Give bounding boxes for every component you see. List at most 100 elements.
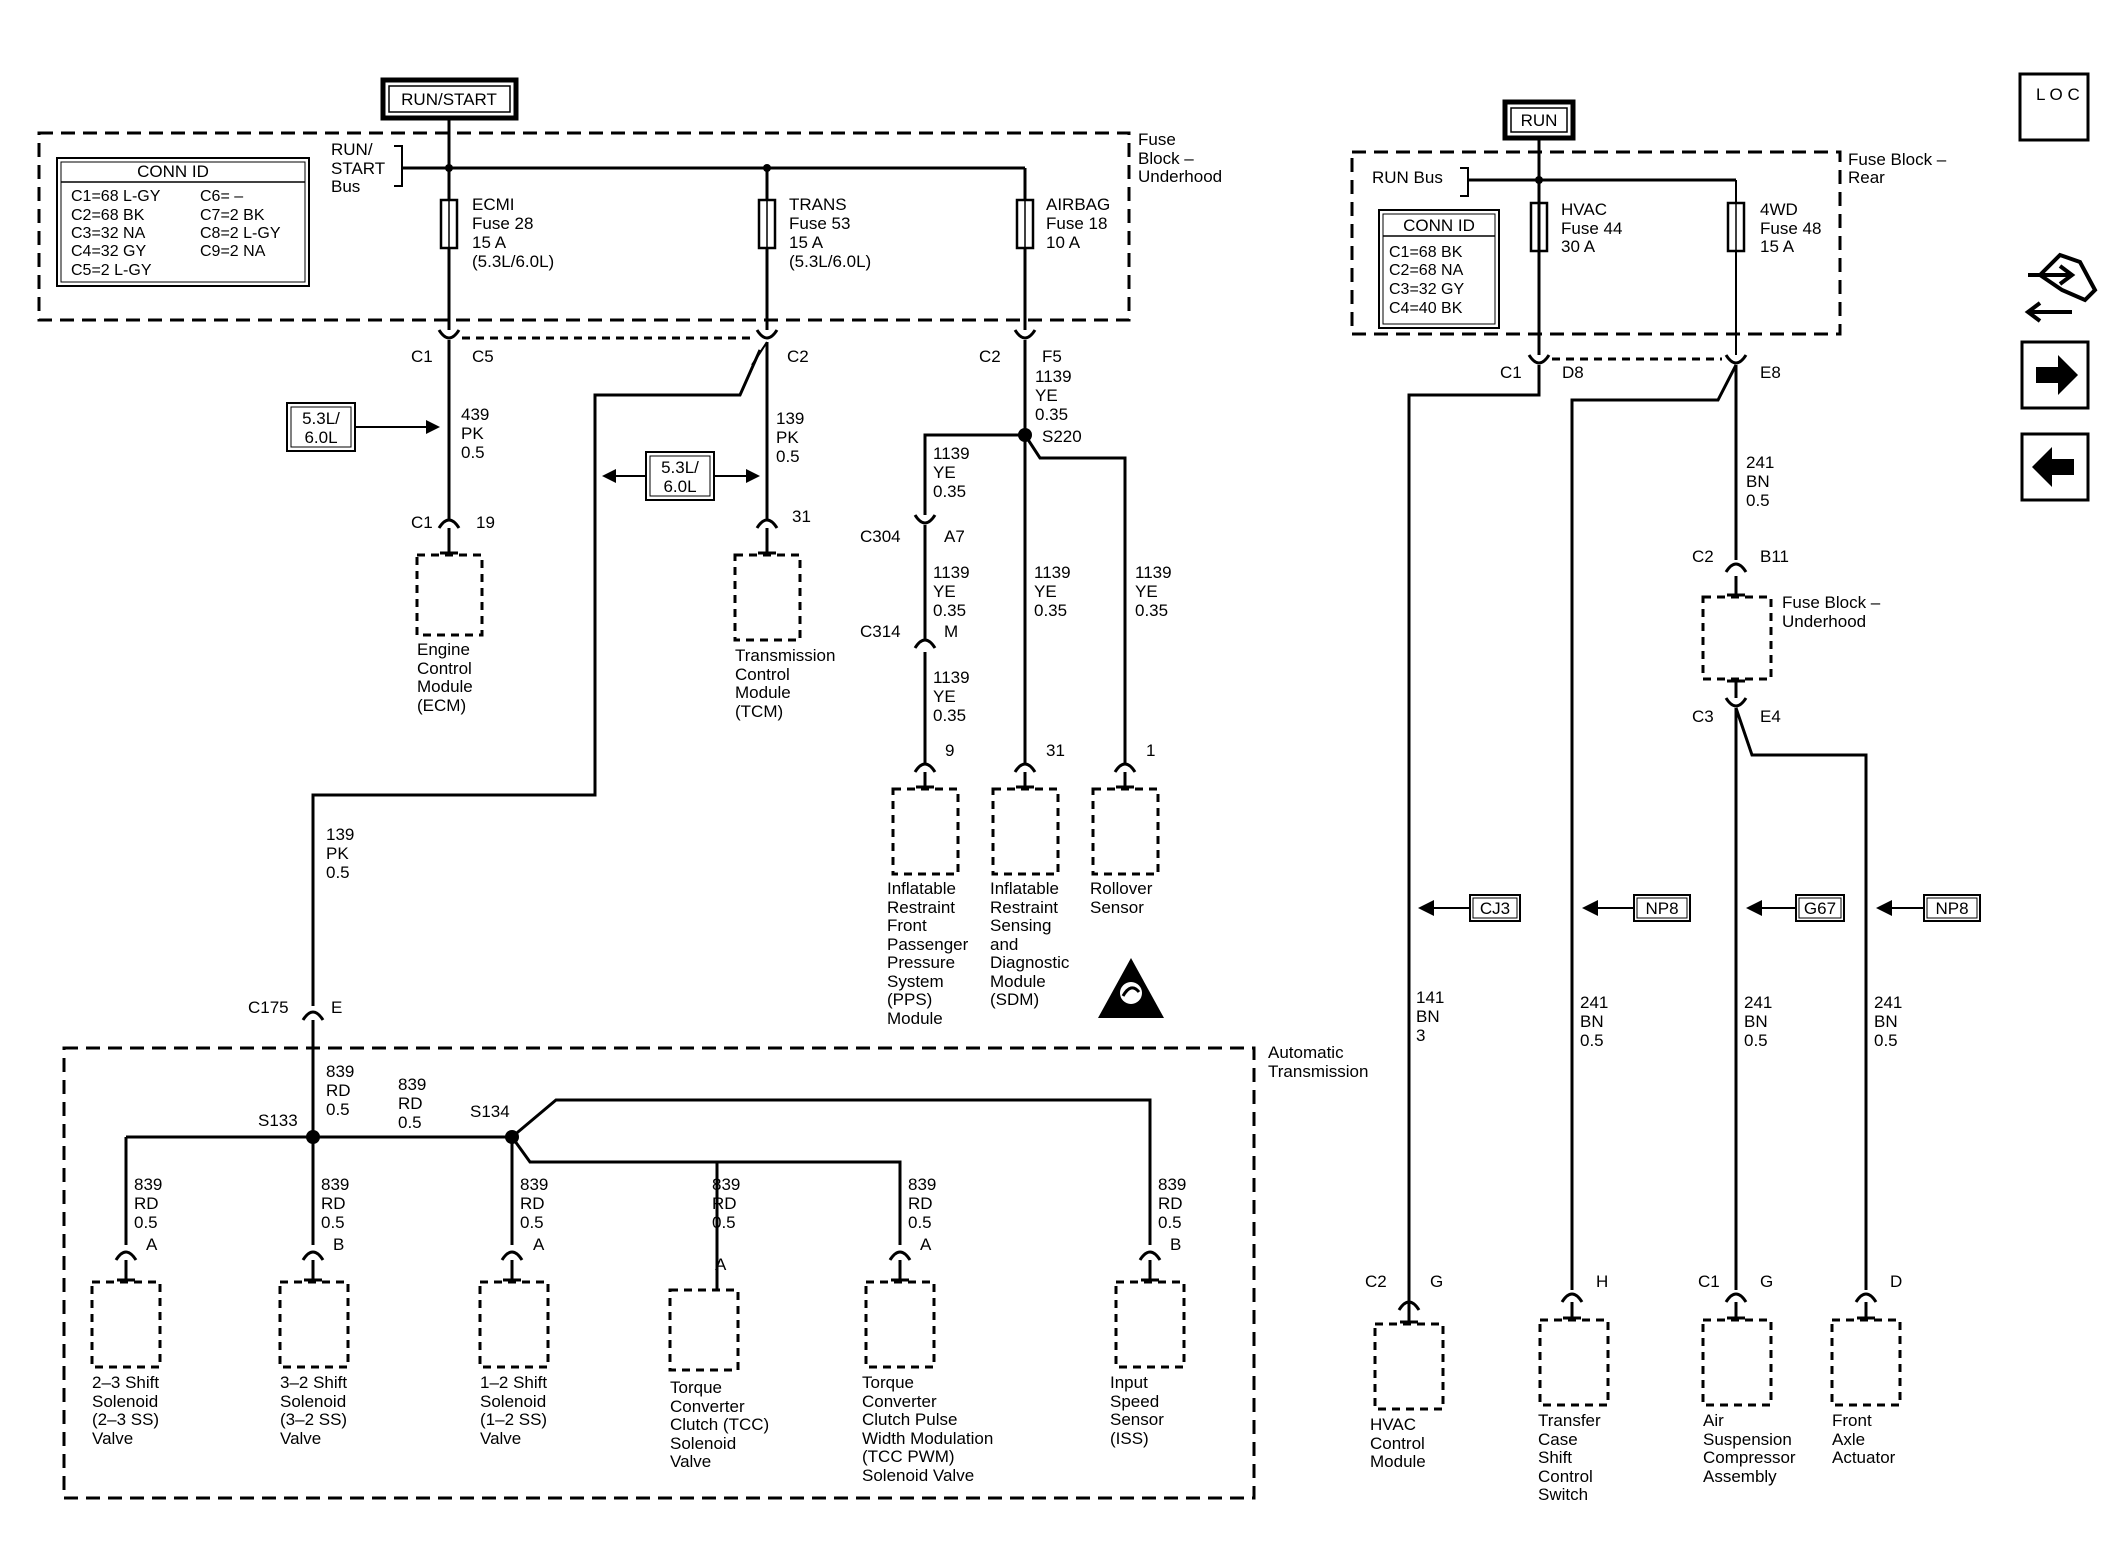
svg-text:15 A: 15 A xyxy=(472,233,507,252)
svg-text:C1: C1 xyxy=(411,513,433,532)
svg-text:Fuse: Fuse xyxy=(1138,130,1176,149)
svg-text:6.0L: 6.0L xyxy=(304,428,337,447)
svg-text:Restraint: Restraint xyxy=(990,898,1058,917)
svg-text:439: 439 xyxy=(461,405,489,424)
tcc-pwm-solenoid-component: A Torque Converter Clutch Pulse Width Mo… xyxy=(862,1235,993,1485)
svg-text:141: 141 xyxy=(1416,988,1444,1007)
svg-text:Valve: Valve xyxy=(480,1429,521,1448)
connector-c2-f5: C2 F5 xyxy=(979,329,1062,435)
shift-solenoid-2-3-component: A 2–3 Shift Solenoid (2–3 SS) Valve xyxy=(90,1235,162,1448)
svg-text:241: 241 xyxy=(1874,993,1902,1012)
svg-text:241: 241 xyxy=(1744,993,1772,1012)
svg-text:C1: C1 xyxy=(1500,363,1522,382)
svg-text:NP8: NP8 xyxy=(1645,899,1678,918)
svg-text:YE: YE xyxy=(933,463,956,482)
svg-text:C1=68 L-GY: C1=68 L-GY xyxy=(71,188,161,205)
svg-text:C3=32 NA: C3=32 NA xyxy=(71,225,146,242)
schematic-index-icon[interactable] xyxy=(2024,252,2098,323)
svg-text:0.35: 0.35 xyxy=(1135,601,1168,620)
svg-text:(2–3 SS): (2–3 SS) xyxy=(92,1410,159,1429)
svg-text:Automatic: Automatic xyxy=(1268,1043,1344,1062)
svg-text:Control: Control xyxy=(1538,1467,1593,1486)
wire-1139-ye-e: 1139 YE 0.35 xyxy=(1034,563,1071,620)
svg-text:Bus: Bus xyxy=(331,177,360,196)
svg-text:A7: A7 xyxy=(944,527,965,546)
svg-text:D8: D8 xyxy=(1562,363,1584,382)
svg-text:Converter: Converter xyxy=(670,1397,745,1416)
svg-text:RUN/: RUN/ xyxy=(331,140,373,159)
wire-1139-ye-d: 1139 YE 0.35 xyxy=(933,668,970,725)
transfer-case-switch-component: H Transfer Case Shift Control Switch xyxy=(1538,1272,1610,1504)
svg-text:Diagnostic: Diagnostic xyxy=(990,953,1070,972)
svg-text:839: 839 xyxy=(520,1175,548,1194)
loc-icon[interactable]: L O C xyxy=(2018,72,2090,142)
svg-text:(3–2 SS): (3–2 SS) xyxy=(280,1410,347,1429)
shift-solenoid-1-2-component: A 1–2 Shift Solenoid (1–2 SS) Valve xyxy=(478,1235,550,1448)
svg-text:C2=68 NA: C2=68 NA xyxy=(1389,262,1464,279)
svg-text:(5.3L/6.0L): (5.3L/6.0L) xyxy=(472,252,554,271)
svg-text:L O C: L O C xyxy=(2036,85,2080,104)
fuse-airbag: AIRBAG Fuse 18 10 A xyxy=(1015,168,1110,252)
svg-text:Width Modulation: Width Modulation xyxy=(862,1429,993,1448)
power-source-run: RUN xyxy=(1502,99,1576,141)
svg-text:Control: Control xyxy=(417,659,472,678)
svg-text:G67: G67 xyxy=(1804,899,1836,918)
option-5-3-tcm: 5.3L/ 6.0L xyxy=(602,451,760,501)
svg-text:1–2 Shift: 1–2 Shift xyxy=(480,1373,547,1392)
svg-text:RD: RD xyxy=(326,1081,351,1100)
power-source-run-start: RUN/START xyxy=(380,77,519,121)
svg-text:ECMI: ECMI xyxy=(472,195,515,214)
svg-text:Underhood: Underhood xyxy=(1782,612,1866,631)
svg-text:C3: C3 xyxy=(1692,707,1714,726)
svg-text:Front: Front xyxy=(1832,1411,1872,1430)
svg-text:YE: YE xyxy=(933,582,956,601)
option-5-3-ecm: 5.3L/ 6.0L xyxy=(286,402,440,452)
svg-text:H: H xyxy=(1596,1272,1608,1291)
connector-c175: C175 E xyxy=(248,998,342,1021)
svg-text:BN: BN xyxy=(1580,1012,1604,1031)
tcc-solenoid-component: A Torque Converter Clutch (TCC) Solenoid… xyxy=(668,1255,769,1471)
front-axle-actuator-component: D Front Axle Actuator xyxy=(1830,1272,1902,1467)
svg-text:S133: S133 xyxy=(258,1111,298,1130)
svg-text:HVAC: HVAC xyxy=(1370,1415,1416,1434)
svg-text:139: 139 xyxy=(776,409,804,428)
svg-text:0.5: 0.5 xyxy=(712,1213,736,1232)
ecm-component: C1 19 Engine Control Module (ECM) xyxy=(411,513,495,715)
svg-text:BN: BN xyxy=(1746,472,1770,491)
wire-241-bn-d: 241 BN 0.5 xyxy=(1874,993,1902,1050)
wire-839-rd-d: 839 RD 0.5 xyxy=(321,1175,349,1232)
svg-text:0.5: 0.5 xyxy=(1874,1031,1898,1050)
svg-text:RD: RD xyxy=(134,1194,159,1213)
wire-141-bn: 141 BN 3 xyxy=(1416,988,1444,1045)
svg-text:C5: C5 xyxy=(472,347,494,366)
svg-text:Module: Module xyxy=(735,683,791,702)
wire-139-pk-a: 139 PK 0.5 xyxy=(776,409,804,466)
svg-text:AIRBAG: AIRBAG xyxy=(1046,195,1110,214)
wire-1139-ye-b: 1139 YE 0.35 xyxy=(933,444,970,501)
previous-page-arrow-icon[interactable] xyxy=(2020,432,2090,502)
svg-text:C6= –: C6= – xyxy=(200,188,243,205)
fuse-block-underhood-label: Fuse Block – Underhood xyxy=(1138,130,1222,186)
next-page-arrow-icon[interactable] xyxy=(2020,340,2090,410)
svg-text:CONN ID: CONN ID xyxy=(1403,216,1475,235)
svg-text:(TCC PWM): (TCC PWM) xyxy=(862,1447,955,1466)
svg-text:C175: C175 xyxy=(248,998,289,1017)
svg-text:(PPS): (PPS) xyxy=(887,990,932,1009)
hvac-control-module-component: C2 G HVAC Control Module xyxy=(1365,1272,1445,1471)
svg-text:6.0L: 6.0L xyxy=(663,477,696,496)
svg-text:B: B xyxy=(333,1235,344,1254)
wire-839-rd-e: 839 RD 0.5 xyxy=(520,1175,548,1232)
svg-text:M: M xyxy=(944,622,958,641)
tcm-component: 31 Transmission Control Module (TCM) xyxy=(733,507,835,721)
svg-text:1139: 1139 xyxy=(933,444,970,463)
svg-text:Module: Module xyxy=(1370,1452,1426,1471)
wire-1139-ye-a: 1139 YE 0.35 xyxy=(1035,367,1072,424)
svg-text:C2: C2 xyxy=(1365,1272,1387,1291)
wire-839-rd-g: 839 RD 0.5 xyxy=(908,1175,936,1232)
svg-text:Sensor: Sensor xyxy=(1090,898,1144,917)
svg-text:241: 241 xyxy=(1746,453,1774,472)
svg-text:1139: 1139 xyxy=(933,563,970,582)
svg-text:Clutch Pulse: Clutch Pulse xyxy=(862,1410,957,1429)
svg-text:Assembly: Assembly xyxy=(1703,1467,1777,1486)
automatic-transmission-outline xyxy=(62,1046,1256,1500)
